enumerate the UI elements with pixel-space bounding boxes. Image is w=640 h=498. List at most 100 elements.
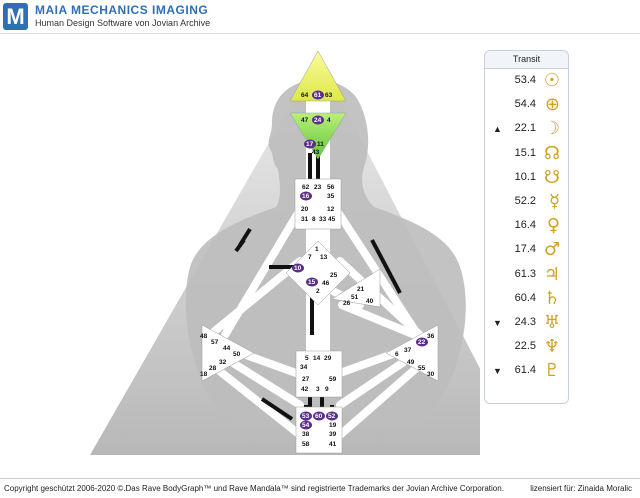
gate-label: 2 [316,288,320,295]
gate-label: 3 [316,386,320,393]
license-text: lizensiert für: Zinaida Moralic [530,484,632,493]
g-center [285,240,351,306]
gate-label: 51 [351,294,359,301]
transit-row: 52.2 ☿ [485,190,568,214]
gate-label: 48 [200,333,208,340]
gate-highlights [292,90,428,430]
gate-label: 22 [418,339,426,346]
ajna-center [289,112,347,160]
gate-label: 64 [301,92,309,99]
gate-label: 6 [395,351,399,358]
mercury-icon: ☿ [548,190,560,212]
gate-label: 55 [418,365,426,372]
neptune-icon: ♆ [543,336,560,358]
gate-label: 26 [343,300,351,307]
gate-label: 56 [327,184,335,191]
gate-label: 40 [366,298,374,305]
transit-row: 16.4 ♀ [485,214,568,238]
gate-label: 59 [329,376,337,383]
gate-label: 41 [329,441,337,448]
transit-value: 54.4 [514,98,536,111]
mars-icon: ♂ [543,239,560,261]
gate-label: 49 [407,359,415,366]
pluto-icon: ♇ [543,360,560,382]
gate-label: 63 [325,92,333,99]
app-logo: M [3,3,28,30]
gate-label: 44 [223,345,231,352]
transit-row: ▼61.4♇ [485,359,568,383]
transit-value: 61.3 [514,267,536,280]
gate-label: 58 [302,441,310,448]
gate-label: 32 [219,359,227,366]
app-subtitle: Human Design Software von Jovian Archive [35,18,211,28]
gate-label: 12 [327,206,335,213]
gate-label: 20 [301,206,309,213]
gate-label: 7 [308,254,312,261]
gate-label: 9 [325,386,329,393]
transit-value: 52.2 [514,194,536,207]
gate-label: 10 [294,265,302,272]
gate-label: 62 [302,184,310,191]
transit-row: 10.1 ☋ [485,166,568,190]
gate-label: 39 [329,431,337,438]
gate-label: 5 [305,355,309,362]
gate-label: 27 [302,376,310,383]
transit-row: 22.5 ♆ [485,335,568,359]
transit-value: 16.4 [514,219,536,232]
transit-value: 53.4 [514,74,536,86]
gate-label: 17 [306,141,314,148]
footer: Copyright geschützt 2006-2020 ©.Das Rave… [0,478,640,498]
earth-icon: ⊕ [544,94,560,116]
gate-label: 16 [302,193,310,200]
transit-value: 60.4 [514,291,536,304]
ego-center [331,268,381,308]
uranus-icon: ♅ [543,311,560,333]
south-node-icon: ☋ [544,166,560,188]
gate-label: 38 [302,431,310,438]
gate-label: 23 [314,184,322,191]
app-header: M MAIA MECHANICS IMAGING Human Design So… [0,0,640,34]
gate-label: 13 [320,254,328,261]
gate-label: 47 [301,117,309,124]
gate-label: 14 [313,355,321,362]
gate-label: 34 [300,364,308,371]
transit-value: 22.5 [514,340,536,353]
moon-icon: ☽ [543,118,560,140]
north-node-icon: ☊ [544,142,560,164]
gate-label: 11 [317,141,324,148]
gate-label: 50 [233,351,241,358]
transit-value: 61.4 [514,364,536,377]
gate-label: 29 [324,355,332,362]
gate-label: 37 [404,347,412,354]
transit-row: 61.3 ♃ [485,263,568,287]
sun-icon: ☉ [543,70,560,91]
gate-label: 61 [314,92,322,99]
gate-label: 54 [302,422,310,429]
spleen-center [201,324,255,382]
gate-label: 15 [308,279,316,286]
gate-label: 8 [312,216,316,223]
transit-row: ▲22.1☽ [485,117,568,141]
gate-label: 57 [211,339,219,346]
transit-value: 10.1 [514,170,536,183]
transit-value: 24.3 [514,315,536,328]
gate-label: 35 [327,193,335,200]
transit-direction-marker: ▲ [493,124,502,135]
head-center [289,50,347,102]
transit-title: Transit [485,51,568,69]
gate-label: 28 [209,365,217,372]
gate-label: 33 [319,216,327,223]
jupiter-icon: ♃ [543,263,560,285]
gate-label: 4 [327,117,331,124]
venus-icon: ♀ [546,215,560,237]
gate-label: 45 [328,216,336,223]
transit-row: ▼24.3♅ [485,311,568,335]
gate-label: 30 [427,371,435,378]
transit-row: 60.4♄ [485,287,568,311]
transit-row: 53.4 ☉ [485,69,568,93]
gate-label: 36 [427,333,435,340]
transit-row: 17.4♂ [485,238,568,262]
bodygraph-chart: 64 61 63 47 24 4 17 11 43 62 23 56 16 35… [0,35,525,465]
gate-label: 46 [322,280,330,287]
app-title: MAIA MECHANICS IMAGING [35,3,209,17]
